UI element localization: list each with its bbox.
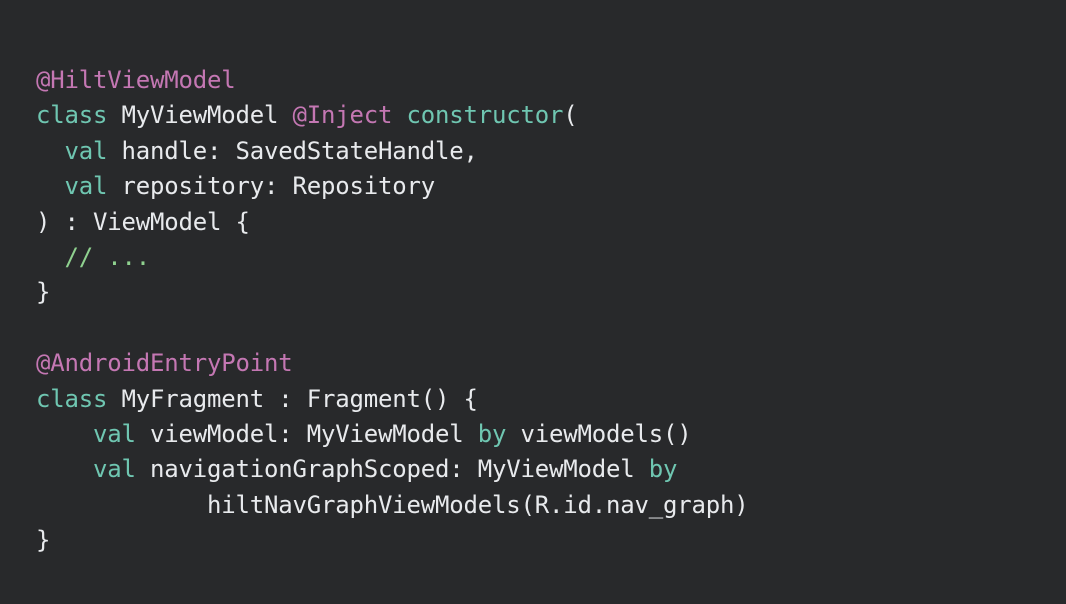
code-token-keyword: val xyxy=(93,419,136,448)
code-token-keyword: val xyxy=(93,455,136,484)
code-line: @AndroidEntryPoint xyxy=(36,346,1036,381)
code-token-keyword: by xyxy=(477,419,507,448)
code-line: @HiltViewModel xyxy=(36,63,1036,98)
code-line: val handle: SavedStateHandle, xyxy=(36,134,1036,169)
code-line: val navigationGraphScoped: MyViewModel b… xyxy=(36,452,1036,487)
code-token-keyword: val xyxy=(64,172,108,201)
code-token-keyword: constructor xyxy=(406,101,564,130)
code-token-plain xyxy=(36,243,65,271)
code-token-keyword: class xyxy=(36,101,108,130)
code-line: hiltNavGraphViewModels(R.id.nav_graph) xyxy=(36,488,1036,523)
code-token-plain: MyFragment : Fragment() { xyxy=(107,384,478,413)
code-token-plain xyxy=(392,101,406,129)
code-token-keyword: class xyxy=(36,384,108,413)
code-line: } xyxy=(36,523,1036,558)
code-line: class MyFragment : Fragment() { xyxy=(36,382,1036,417)
code-token-plain: viewModels() xyxy=(506,419,692,448)
code-token-plain xyxy=(36,455,93,483)
code-token-plain: MyViewModel xyxy=(107,101,293,130)
code-token-plain xyxy=(36,420,93,448)
code-token-plain: } xyxy=(36,526,51,555)
code-line: val repository: Repository xyxy=(36,169,1036,204)
code-block: @HiltViewModel class MyViewModel @Inject … xyxy=(36,63,1036,558)
code-token-annotation: @Inject xyxy=(292,101,393,130)
code-line: // ... xyxy=(36,240,1036,275)
code-token-plain: ( xyxy=(563,101,578,130)
code-token-annotation: @HiltViewModel xyxy=(36,66,236,94)
code-token-plain xyxy=(36,172,65,200)
code-line: class MyViewModel @Inject constructor( xyxy=(36,98,1036,133)
code-token-keyword: by xyxy=(648,455,678,484)
code-line xyxy=(36,311,1036,346)
code-token-comment: // ... xyxy=(64,242,151,271)
code-line: ) : ViewModel { xyxy=(36,205,1036,240)
code-token-plain: ) : ViewModel { xyxy=(36,207,250,236)
code-token-plain: navigationGraphScoped: MyViewModel xyxy=(135,455,649,484)
code-token-plain: viewModel: MyViewModel xyxy=(135,419,478,448)
code-token-plain: repository: Repository xyxy=(107,172,435,201)
code-token-annotation: @AndroidEntryPoint xyxy=(36,349,293,378)
code-line: } xyxy=(36,275,1036,310)
code-token-keyword: val xyxy=(64,136,108,165)
code-token-plain: } xyxy=(36,278,51,307)
code-line: val viewModel: MyViewModel by viewModels… xyxy=(36,417,1036,452)
code-token-plain: hiltNavGraphViewModels(R.id.nav_graph) xyxy=(36,490,749,519)
code-token-plain: handle: SavedStateHandle, xyxy=(107,136,478,165)
code-token-plain xyxy=(36,137,65,165)
